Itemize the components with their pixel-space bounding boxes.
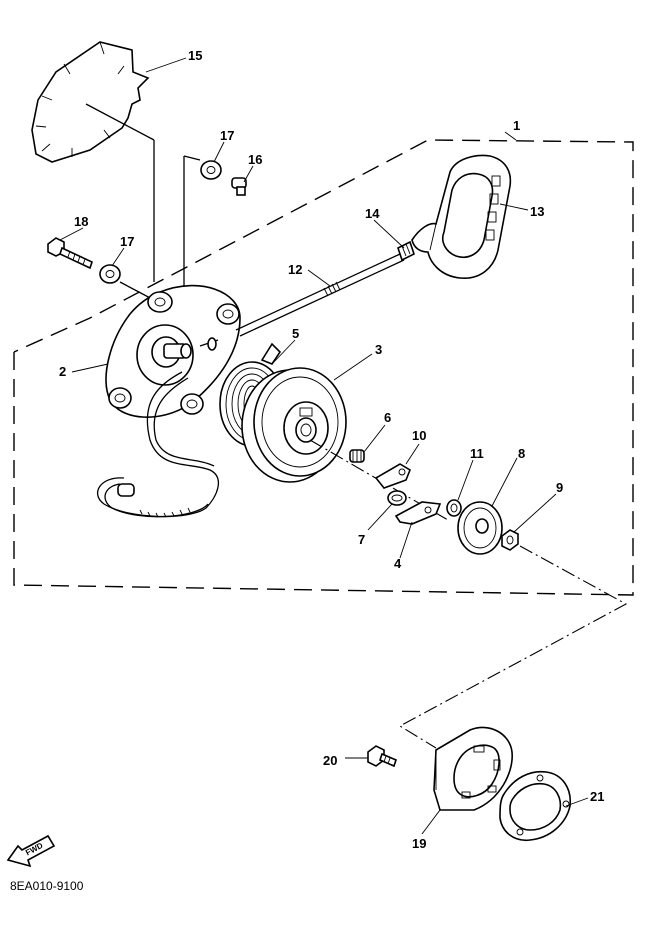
decal-part-15 [31,41,155,282]
gasket-part-21 [499,770,571,842]
drawing-code: 8EA010-9100 [10,879,84,893]
callout-11: 11 [470,446,484,461]
callout-labels: 1 2 3 4 5 6 7 8 9 10 11 12 13 14 15 17 1… [59,48,604,851]
assembly-boundary [13,139,634,596]
bolt-part-20 [367,745,397,768]
callout-14: 14 [365,206,380,221]
callout-6: 6 [384,410,391,425]
callout-16: 16 [248,152,262,167]
drive-plate-part-4 [394,501,442,525]
callout-5: 5 [292,326,299,341]
starter-pulley-part-19 [433,726,513,811]
callout-13: 13 [530,204,544,219]
starter-handle-part-13 [411,154,512,279]
callout-10: 10 [412,428,426,443]
nut-part-9 [501,529,519,551]
callout-9: 9 [556,480,563,495]
pawl-part-10 [374,463,411,489]
collar-part-17-top [183,155,222,300]
callout-1: 1 [513,118,520,133]
callout-7: 7 [358,532,365,547]
spring-part-7 [387,490,407,506]
callout-15: 15 [188,48,202,63]
bolt-part-18 [47,237,93,270]
callout-17-left: 17 [120,234,134,249]
callout-18: 18 [74,214,88,229]
washer-part-11 [446,499,462,517]
callout-2: 2 [59,364,66,379]
starter-case-part-2 [105,284,241,418]
reference-line [398,545,628,749]
bolt-part-16 [231,177,247,196]
callout-19: 19 [412,836,426,851]
callout-20: 20 [323,753,337,768]
callout-4: 4 [394,556,402,571]
leader-lines [59,57,589,835]
callout-3: 3 [375,342,382,357]
callout-21: 21 [590,789,604,804]
callout-12: 12 [288,262,302,277]
collar-part-17-left [99,264,155,301]
callout-17-top: 17 [220,128,234,143]
drive-pulley-part-3 [241,367,347,483]
plate-part-8 [457,501,503,555]
fwd-arrow-icon: FWD [6,834,56,868]
callout-8: 8 [518,446,525,461]
starter-rope-part-12 [97,253,405,518]
